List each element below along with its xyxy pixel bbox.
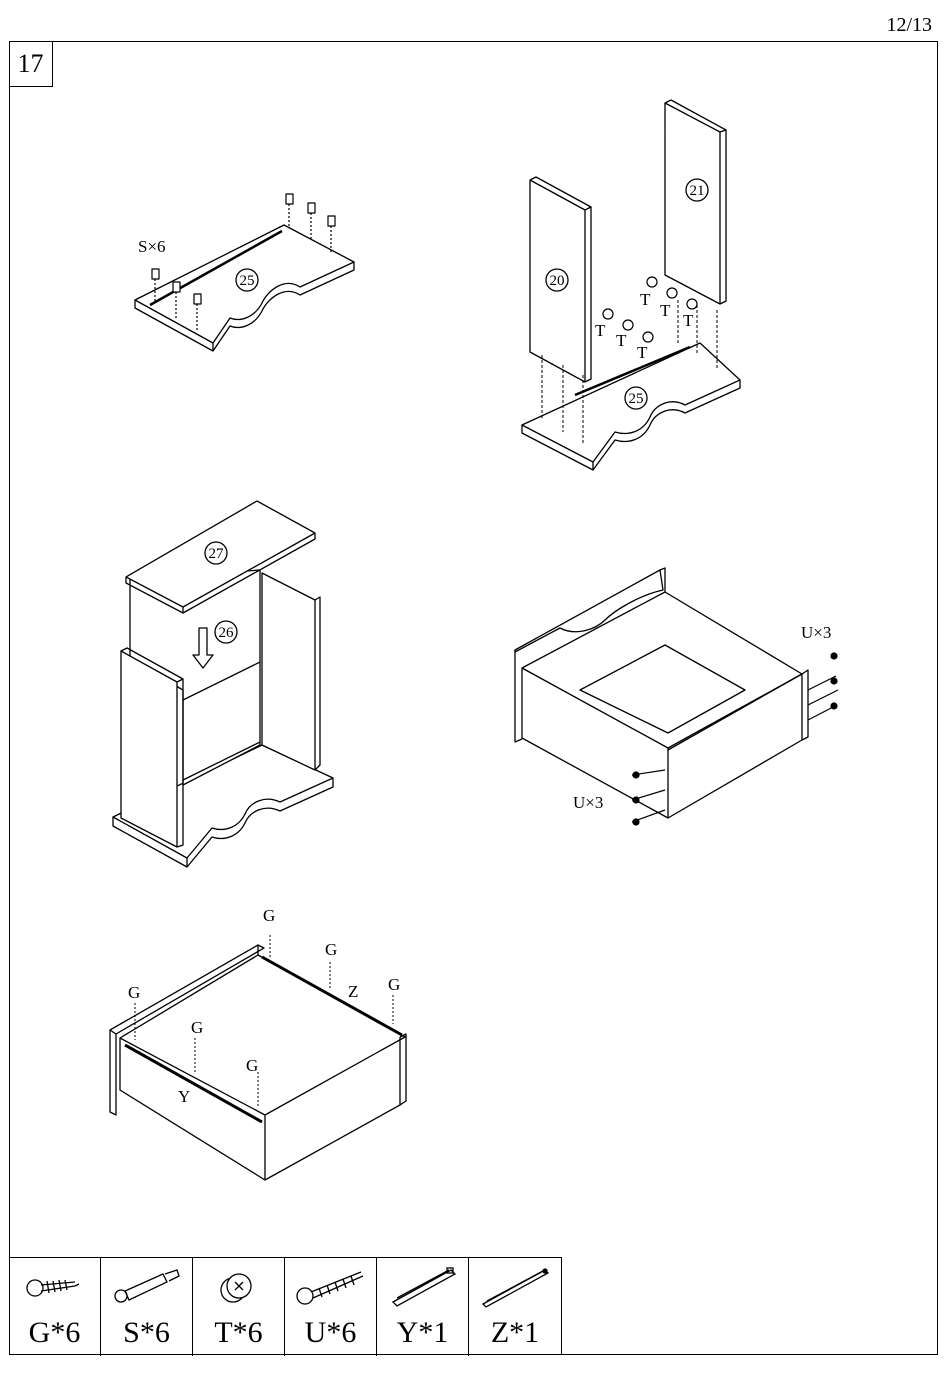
long-screw-icon — [291, 1264, 371, 1310]
part-u-label: U*6 — [305, 1318, 357, 1348]
part-z-label: Z*1 — [491, 1318, 539, 1348]
screw-icon — [15, 1264, 95, 1310]
panel-27-label: 27 — [209, 546, 225, 562]
cam-lock-label: T — [683, 311, 694, 330]
cam-bolt-icon — [107, 1264, 187, 1310]
panel-26-label: 26 — [219, 625, 235, 641]
g-screw-label: G — [246, 1056, 258, 1075]
part-u: U*6 — [285, 1258, 377, 1356]
part-z: Z*1 — [469, 1258, 561, 1356]
g-screw-label: G — [191, 1018, 203, 1037]
drawer-slide-icon — [383, 1264, 463, 1310]
panel-20-label: 20 — [550, 273, 565, 289]
g-screw-label: G — [263, 906, 275, 925]
cam-lock-label: T — [595, 321, 606, 340]
part-t: T*6 — [193, 1258, 285, 1356]
part-g: G*6 — [9, 1258, 101, 1356]
part-s-label: S*6 — [123, 1318, 170, 1348]
diagram-panel-25-cam-bolts: 25 S×6 — [135, 194, 354, 351]
panel-25-label: 25 — [240, 273, 255, 289]
diagram-drawer-box: U×3 U×3 — [515, 568, 838, 825]
diagram-drawer-slides: G G G G G G Z Y — [110, 906, 406, 1180]
part-t-label: T*6 — [214, 1318, 262, 1348]
y-slide-label: Y — [178, 1087, 190, 1106]
part-s: S*6 — [101, 1258, 193, 1356]
part-y-label: Y*1 — [397, 1318, 449, 1348]
panel-21-label: 21 — [690, 183, 705, 199]
g-screw-label: G — [388, 975, 400, 994]
parts-table: G*6 S*6 T*6 U*6 Y*1 Z*1 — [9, 1257, 562, 1355]
cam-lock-icon — [199, 1264, 279, 1310]
cam-lock-label: T — [640, 290, 651, 309]
cam-lock-label: T — [616, 331, 627, 350]
cam-lock-label: T — [637, 343, 648, 362]
panel-25-base-label: 25 — [629, 391, 644, 407]
diagram-side-panels: 20 21 T T T T T T 25 — [522, 100, 740, 470]
part-g-label: G*6 — [29, 1318, 81, 1348]
drawer-runner-icon — [475, 1264, 555, 1310]
g-screw-label: G — [325, 940, 337, 959]
part-y: Y*1 — [377, 1258, 469, 1356]
u-screw-top-label: U×3 — [801, 623, 831, 642]
diagram-carcass-top-back: 27 26 — [113, 501, 333, 867]
z-runner-label: Z — [348, 982, 358, 1001]
g-screw-label: G — [128, 983, 140, 1002]
cam-lock-label: T — [660, 301, 671, 320]
u-screw-bottom-label: U×3 — [573, 793, 603, 812]
cam-bolt-count-label: S×6 — [138, 237, 166, 256]
